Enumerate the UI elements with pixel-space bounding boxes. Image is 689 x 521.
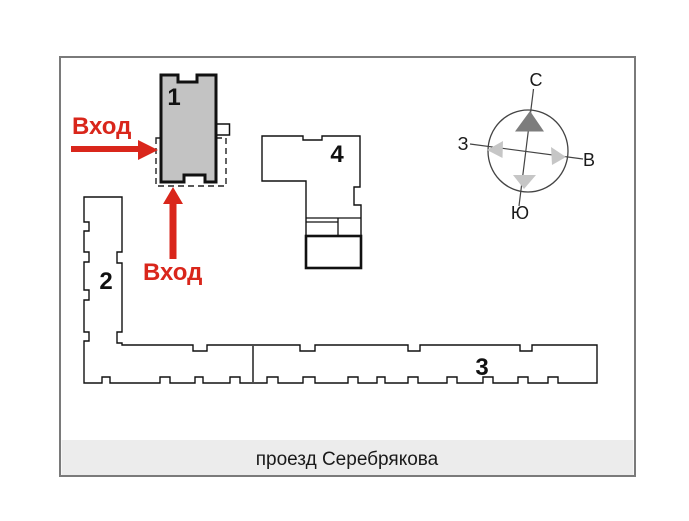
street-label: проезд Серебрякова <box>256 449 439 470</box>
building-1-side-annex <box>215 123 231 136</box>
entrance-west-label: Вход <box>72 113 131 140</box>
building-2-3-outline <box>83 196 598 384</box>
building-1-label: 1 <box>167 84 180 111</box>
street-strip <box>61 440 634 475</box>
building-2-label: 2 <box>99 268 112 295</box>
compass-east-arrow <box>551 147 566 165</box>
compass-west-arrow <box>487 141 503 158</box>
compass-circle <box>487 109 569 193</box>
building-1-footprint <box>159 73 218 184</box>
building-4-label: 4 <box>330 141 344 168</box>
compass-north-arrow <box>515 111 544 132</box>
building-4-annex <box>304 234 363 270</box>
compass-west-label: З <box>458 134 469 154</box>
entrance-west-arrow <box>71 140 158 160</box>
compass-east-label: В <box>583 150 595 170</box>
compass: С Ю З В <box>458 70 595 223</box>
building-4-inner-walls <box>306 217 361 237</box>
compass-ns-axis <box>518 88 535 207</box>
entrance-south-arrow <box>163 187 183 259</box>
compass-north-label: С <box>530 70 543 90</box>
compass-south-label: Ю <box>511 203 529 223</box>
building-3-label: 3 <box>475 354 488 381</box>
entrance-south-label: Вход <box>143 259 202 286</box>
compass-south-arrow <box>513 175 536 189</box>
